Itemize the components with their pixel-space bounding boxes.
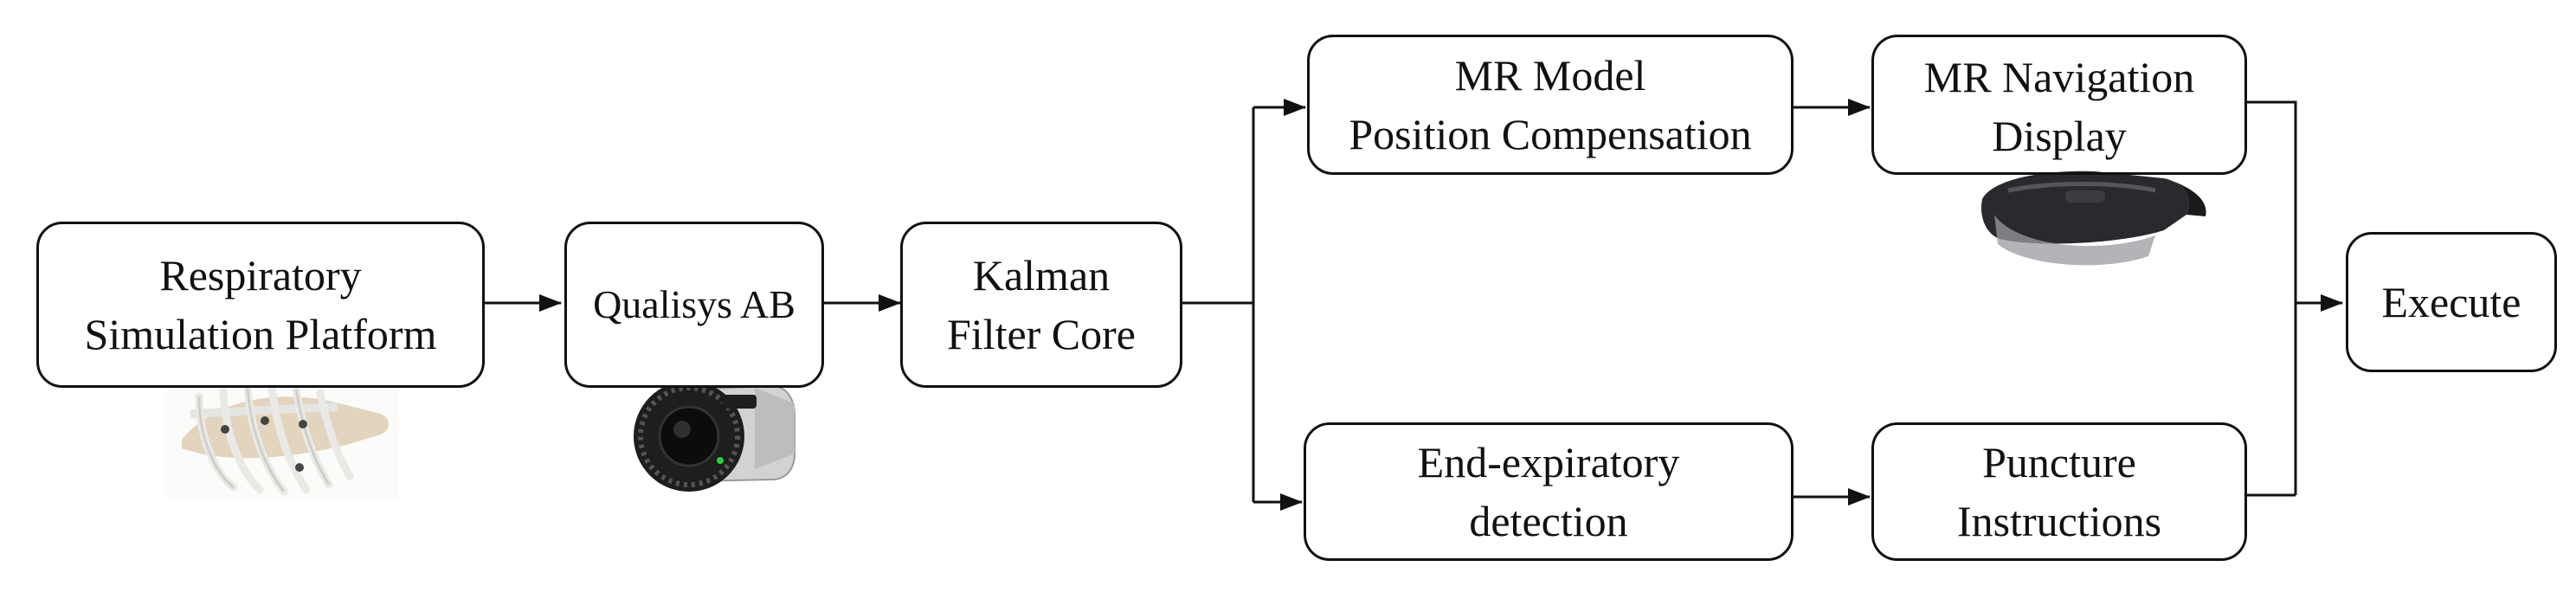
line-mr-navigation-to-merge — [2247, 100, 2297, 495]
mr-model-line2: Position Compensation — [1349, 110, 1752, 158]
mr-model-position-compensation-box: MR Model Position Compensation — [1307, 35, 1794, 175]
mr-model-line1: MR Model — [1454, 51, 1646, 100]
puncture-line1: Puncture — [1982, 438, 2136, 486]
mixed-reality-headset-image — [1980, 171, 2206, 266]
respiratory-line1: Respiratory — [159, 251, 362, 300]
respiratory-simulation-platform-box: Respiratory Simulation Platform — [36, 222, 485, 388]
puncture-line2: Instructions — [1956, 497, 2162, 545]
end-expiratory-detection-box: End-expiratory detection — [1304, 422, 1794, 561]
kalman-filter-core-box: Kalman Filter Core — [900, 222, 1182, 388]
mr-navigation-display-box: MR Navigation Display — [1871, 35, 2247, 175]
motion-capture-camera-image — [634, 381, 795, 492]
connectors — [485, 99, 2343, 511]
mr-navigation-line2: Display — [1992, 112, 2127, 160]
kalman-line2: Filter Core — [946, 310, 1137, 358]
puncture-instructions-box: Puncture Instructions — [1871, 422, 2247, 561]
end-expiratory-line1: End-expiratory — [1417, 438, 1680, 486]
qualisys-label: Qualisys AB — [593, 282, 795, 326]
execute-box: Execute — [2346, 232, 2557, 372]
mr-navigation-line1: MR Navigation — [1923, 53, 2195, 101]
execute-label: Execute — [2381, 278, 2521, 326]
qualisys-ab-box: Qualisys AB — [564, 222, 824, 388]
end-expiratory-line2: detection — [1469, 497, 1628, 545]
kalman-line1: Kalman — [972, 251, 1111, 300]
respiratory-line2: Simulation Platform — [84, 310, 437, 358]
